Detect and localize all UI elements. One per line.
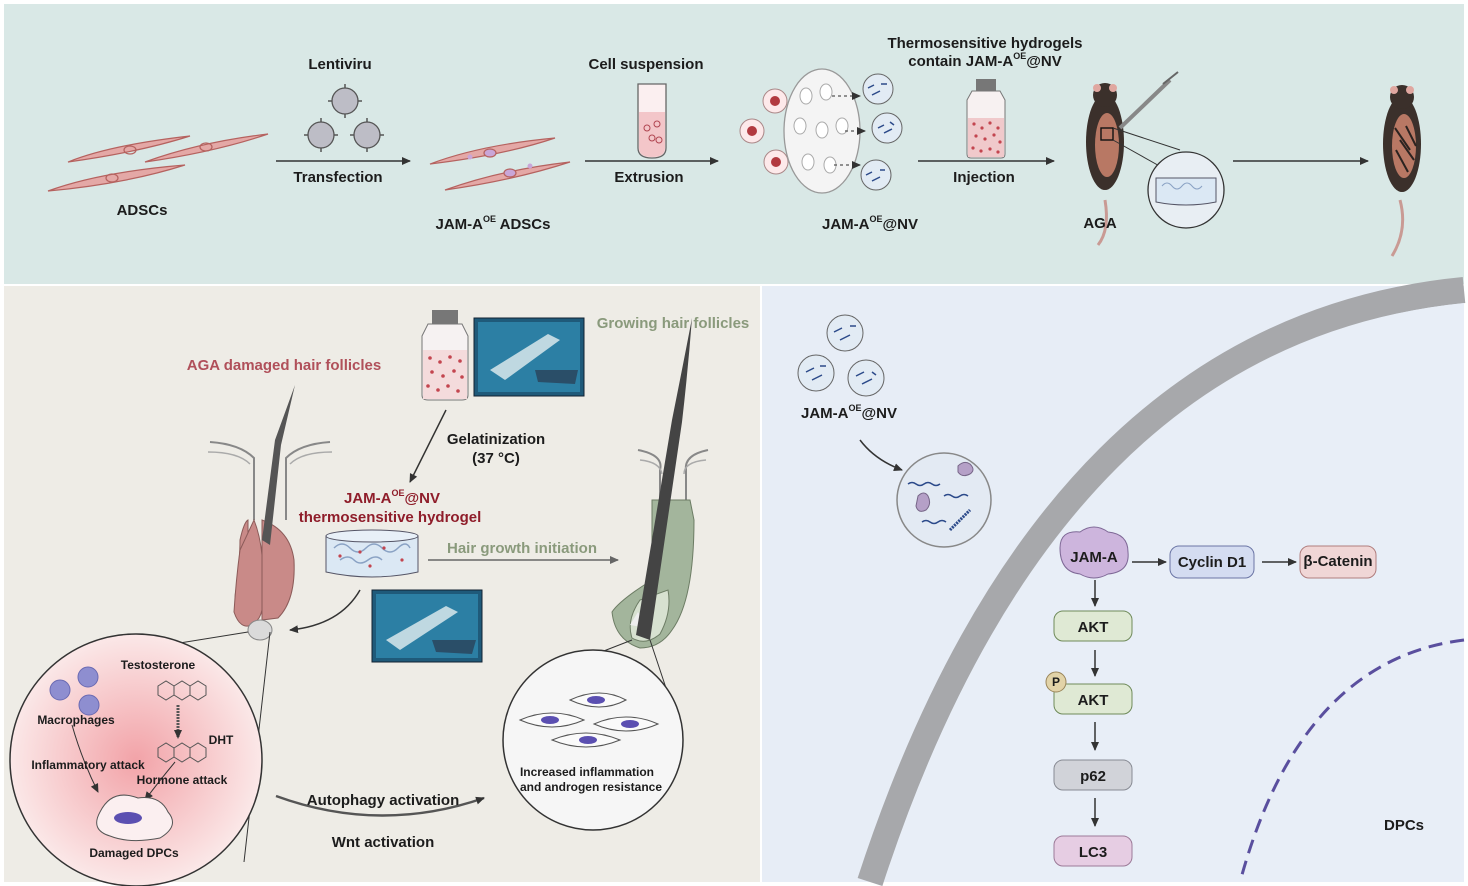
p62-node — [1053, 759, 1133, 791]
jama-adscs-cells — [429, 137, 571, 191]
increased-label-line1: Increased inflammation — [520, 765, 654, 779]
extrusion-label: Extrusion — [614, 169, 683, 186]
jama-node-label: JAM-A — [1070, 549, 1118, 566]
test-tube-icon — [637, 83, 667, 159]
temperature-label: (37 °C) — [472, 450, 520, 467]
akt-node-label: AKT — [1078, 619, 1109, 636]
damaged-follicle-icon — [207, 385, 333, 641]
aga-mouse-icon — [1086, 71, 1179, 246]
growing-follicle-icon — [611, 318, 709, 649]
hydrogel-block-icon — [325, 529, 419, 578]
autophagy-arrow — [275, 794, 485, 817]
treated-mouse-icon — [1383, 85, 1421, 257]
jama-nv-label-br: JAM-AOE@NV — [801, 403, 897, 422]
catenin-node-label: β-Catenin — [1303, 553, 1372, 570]
injection-zoom-circle — [1112, 127, 1225, 229]
catenin-node — [1299, 545, 1377, 579]
lentivirus-icon — [304, 84, 384, 152]
lc3-node-label: LC3 — [1079, 844, 1107, 861]
p-akt-node — [1053, 683, 1133, 715]
nv-particles-icon — [797, 314, 885, 397]
hydrogel-tube-photo-2 — [371, 589, 483, 663]
hydrogel-title-line1: Thermosensitive hydrogels — [887, 35, 1082, 52]
nv-uptake-arrow — [859, 439, 903, 471]
hormone-label: Hormone attack — [137, 773, 228, 787]
phospho-badge-label: P — [1052, 675, 1060, 689]
bottle-icon-bl — [421, 310, 469, 401]
phospho-badge — [1045, 671, 1067, 693]
hydrogel-label-line2: thermosensitive hydrogel — [299, 509, 482, 526]
autophagy-label: Autophagy activation — [307, 792, 460, 809]
cyclin-node-label: Cyclin D1 — [1178, 554, 1246, 571]
inflammatory-label: Inflammatory attack — [31, 758, 145, 772]
cell-suspension-label: Cell suspension — [588, 56, 703, 73]
adscs-label: ADSCs — [117, 202, 168, 219]
gelatinization-arrow — [409, 409, 447, 483]
hydrogel-title-line2: contain JAM-AOE@NV — [908, 51, 1061, 70]
hydrogel-tube-photo-1 — [473, 317, 585, 397]
damaged-dpcs-label: Damaged DPCs — [89, 846, 179, 860]
lentivirus-label: Lentiviru — [308, 56, 371, 73]
nv-uptake-vesicle — [896, 452, 992, 548]
top-panel — [4, 4, 1464, 284]
cyclin-node — [1169, 545, 1255, 579]
cell-interior — [884, 303, 1464, 882]
testosterone-label: Testosterone — [121, 658, 196, 672]
transfection-label: Transfection — [293, 169, 382, 186]
jama-adscs-label: JAM-AOE ADSCs — [436, 214, 551, 233]
extruder-membrane-icon — [739, 68, 903, 194]
aga-label: AGA — [1083, 215, 1117, 232]
growing-follicles-label: Growing hair follicles — [597, 315, 750, 332]
gelatinization-label: Gelatinization — [447, 431, 545, 448]
dht-label: DHT — [209, 733, 234, 747]
cell-membrane — [857, 277, 1466, 886]
damaged-dpc-circle — [9, 631, 271, 886]
healthy-dpc-circle — [502, 639, 684, 831]
increased-label-line2: and androgen resistance — [520, 780, 662, 794]
nucleus-membrane — [1238, 638, 1465, 883]
jama-node — [1059, 526, 1129, 579]
adscs-cells — [47, 133, 269, 192]
hydrogel-to-follicle-arrow — [289, 589, 361, 634]
hydrogel-bottle-icon — [966, 79, 1006, 159]
aga-damaged-label: AGA damaged hair follicles — [187, 357, 382, 374]
injection-label: Injection — [953, 169, 1015, 186]
lc3-node — [1053, 835, 1133, 867]
hair-growth-label: Hair growth initiation — [447, 540, 597, 557]
wnt-label: Wnt activation — [332, 834, 435, 851]
hydrogel-label-line1: JAM-AOE@NV — [344, 488, 440, 507]
akt-node — [1053, 610, 1133, 642]
dpcs-label: DPCs — [1384, 817, 1424, 834]
p-akt-node-label: AKT — [1078, 692, 1109, 709]
jama-nv-label-top: JAM-AOE@NV — [822, 214, 918, 233]
macrophages-label: Macrophages — [37, 713, 115, 727]
p62-node-label: p62 — [1080, 768, 1106, 785]
